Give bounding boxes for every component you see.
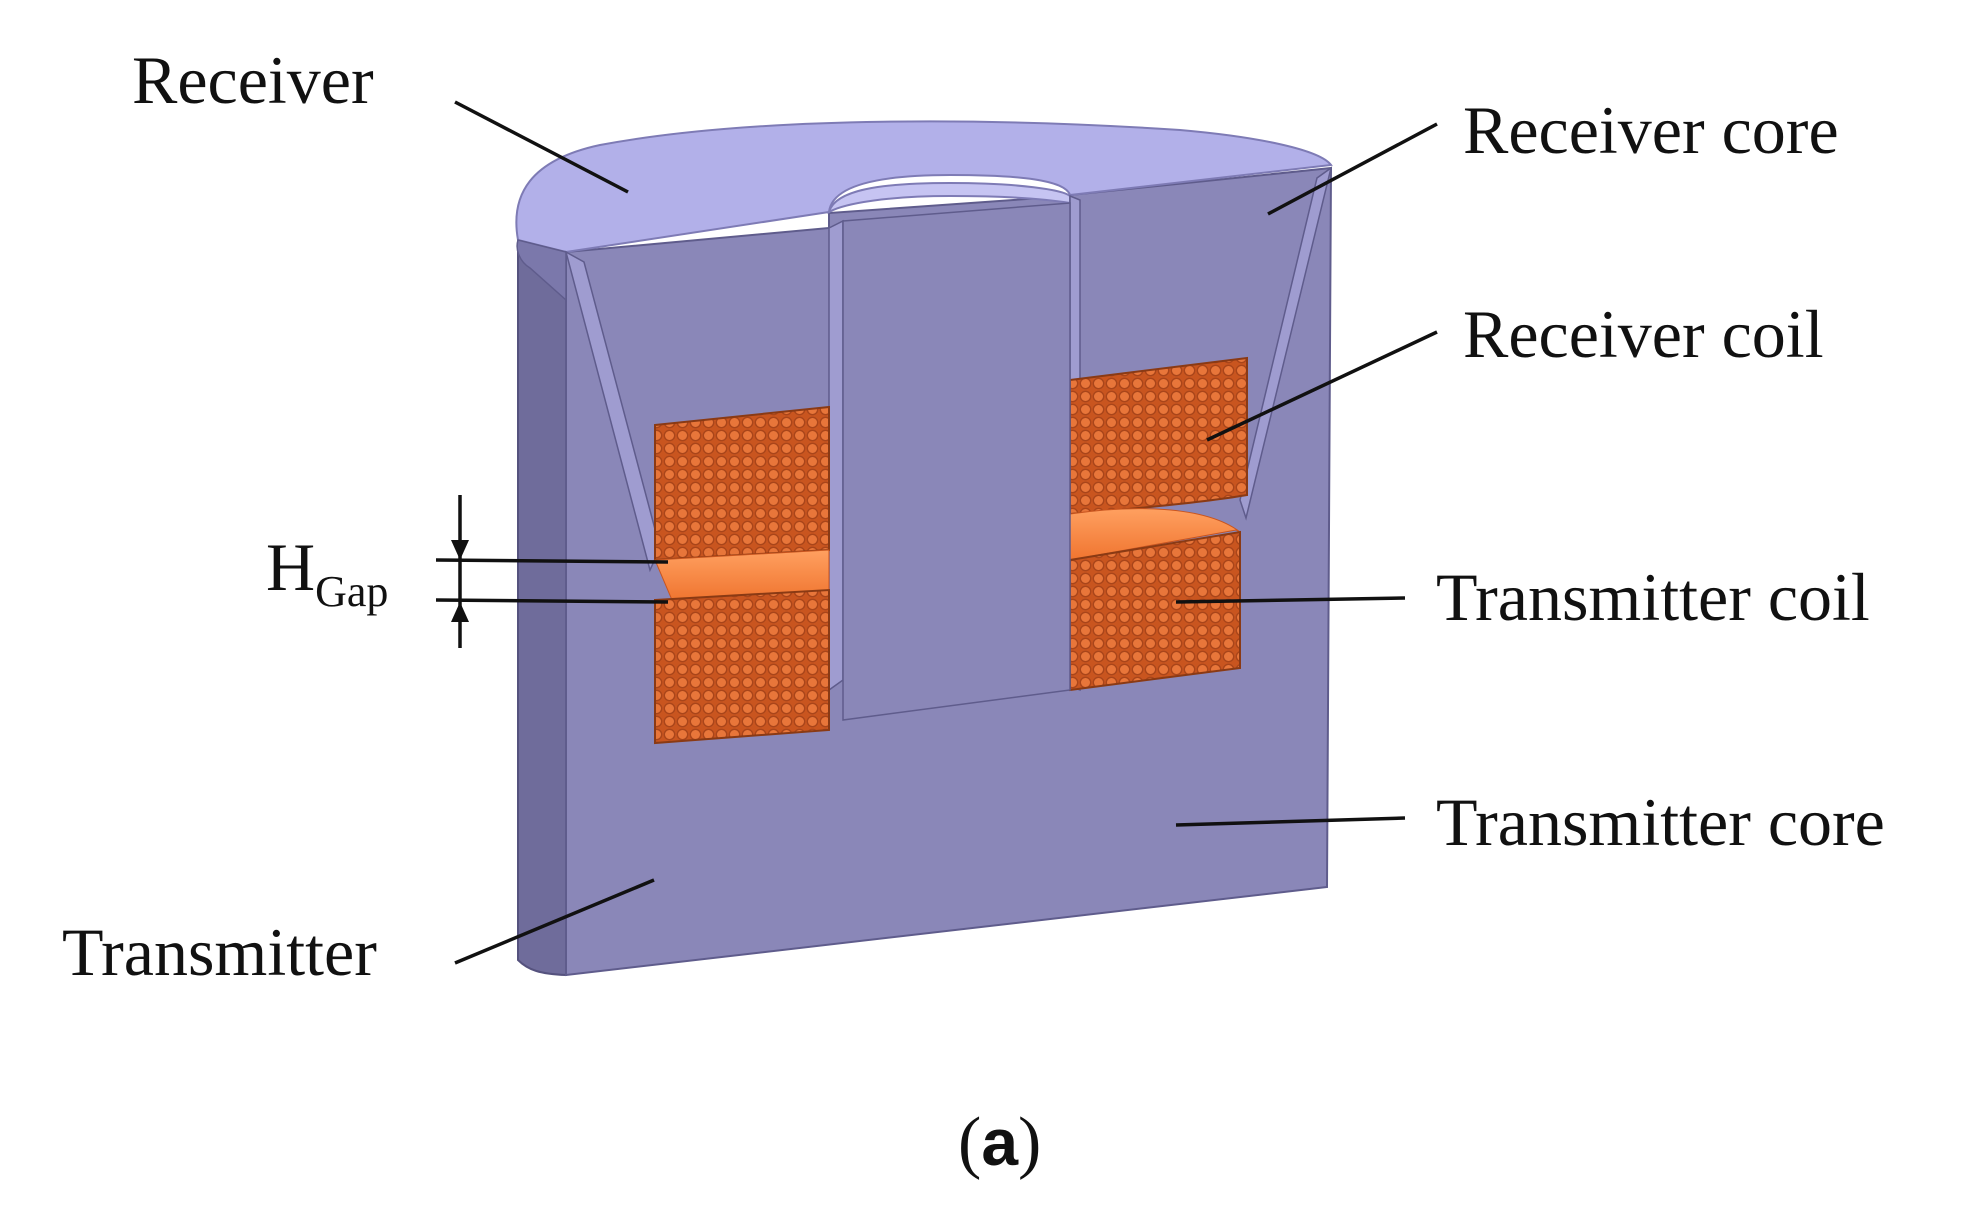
label-gap: HGap — [266, 529, 388, 616]
left-slot-inner-wall — [828, 219, 844, 692]
label-transmitter-coil: Transmitter coil — [1436, 559, 1870, 635]
leader-receiver-core — [1267, 122, 1438, 216]
figure-caption: (a) — [958, 1104, 1041, 1181]
leader-transmitter-coil — [1175, 596, 1406, 604]
label-gap-subscript: Gap — [315, 567, 388, 616]
label-receiver-core: Receiver core — [1463, 92, 1839, 168]
leader-transmitter — [454, 878, 655, 965]
leader-receiver — [454, 100, 629, 194]
leader-transmitter-core — [1175, 816, 1406, 827]
center-post-front — [842, 202, 1071, 721]
label-receiver: Receiver — [132, 42, 374, 118]
receiver-rim — [516, 239, 567, 302]
label-gap-main: H — [266, 529, 315, 605]
receiver-top-face — [515, 120, 1333, 254]
label-receiver-coil: Receiver coil — [1463, 296, 1824, 372]
label-transmitter: Transmitter — [62, 914, 377, 990]
leader-receiver-coil — [1206, 330, 1438, 442]
left-receiver-coil — [654, 405, 830, 562]
left-transmitter-coil — [654, 588, 830, 745]
transmitter-side-face — [517, 238, 567, 977]
gap-dimension — [435, 495, 669, 648]
right-slot-wall — [1239, 166, 1333, 521]
label-transmitter-core: Transmitter core — [1436, 784, 1885, 860]
right-receiver-coil — [1069, 356, 1248, 516]
right-transmitter-coil — [1069, 530, 1241, 692]
